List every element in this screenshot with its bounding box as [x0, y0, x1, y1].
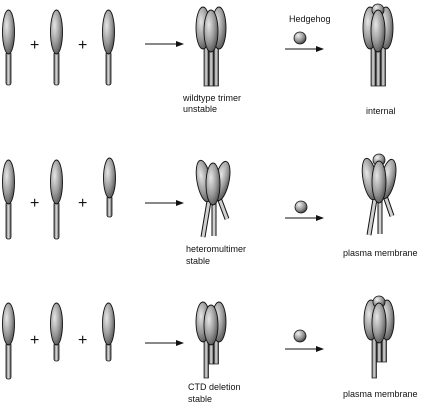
plus-sign: +: [30, 332, 39, 349]
monomer-3: [102, 9, 115, 86]
result-label: plasma membrane: [343, 248, 418, 258]
complex-label-1: CTD deletion: [188, 382, 241, 392]
monomer-2: [50, 159, 63, 240]
plus-sign: +: [78, 332, 87, 349]
plus-sign: +: [78, 195, 87, 212]
bound-trimer: [362, 3, 394, 87]
plus-sign: +: [30, 195, 39, 212]
complex-label-2: stable: [188, 394, 212, 404]
complex-label-1: heteromultimer: [186, 244, 246, 254]
row-heteromultimer: + + heteromultimer stable: [2, 153, 418, 266]
row-wildtype: + + wildtype trimer unstable Hedgehog: [2, 3, 396, 116]
row-ctd-deletion: + + CTD deletion stable: [2, 295, 418, 404]
hedgehog-label: Hedgehog: [289, 14, 331, 24]
bound-ctd-deletion: [363, 295, 395, 379]
hedgehog-ligand-icon: [294, 200, 308, 214]
plus-sign: +: [30, 37, 39, 54]
heteromultimer-complex: [195, 159, 231, 238]
result-label: internal: [366, 106, 396, 116]
trimer-complex: [195, 6, 227, 87]
result-label: plasma membrane: [343, 389, 418, 399]
ctd-deletion-complex: [195, 301, 227, 379]
monomer-2: [50, 9, 63, 86]
plus-sign: +: [78, 37, 87, 54]
bound-heteromultimer: [361, 153, 397, 236]
hedgehog-ligand-icon: [293, 329, 307, 343]
monomer-1: [2, 9, 15, 86]
complex-label-2: unstable: [183, 104, 217, 114]
monomer-1: [2, 302, 15, 380]
monomer-2: [50, 302, 63, 362]
monomer-1: [2, 159, 15, 240]
monomer-3: [102, 302, 115, 362]
complex-label-2: stable: [186, 256, 210, 266]
complex-label-1: wildtype trimer: [182, 93, 241, 103]
hedgehog-ligand-icon: [293, 31, 307, 45]
monomer-truncated: [103, 157, 116, 218]
